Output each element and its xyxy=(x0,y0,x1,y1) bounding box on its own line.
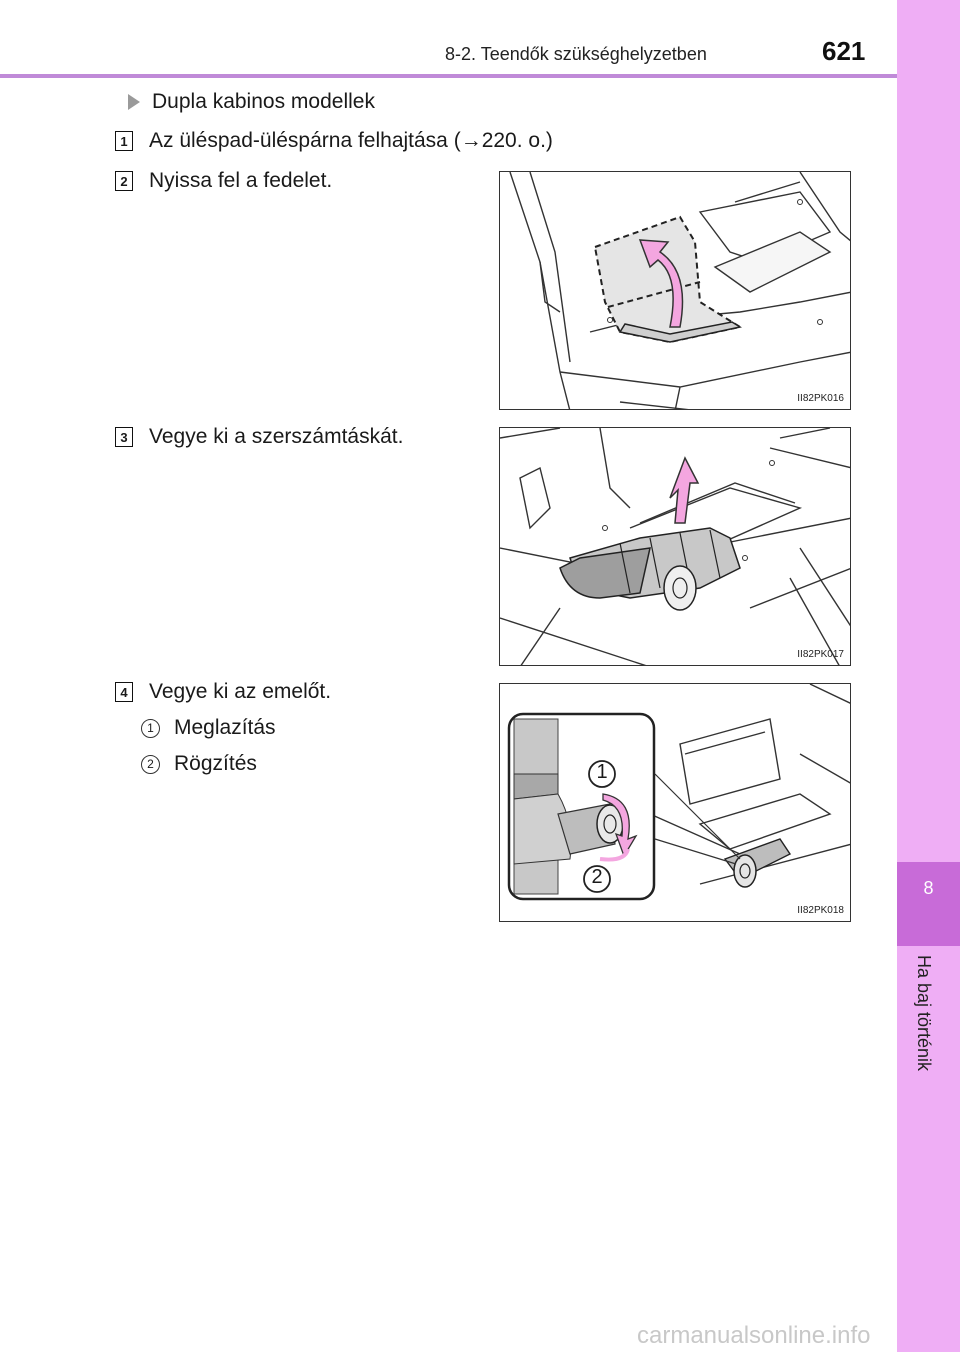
substep-text: Rögzítés xyxy=(174,752,257,775)
substep-number: 2 xyxy=(141,754,160,774)
figure-open-lid: II82PK016 xyxy=(499,171,851,410)
step-4: 4 Vegye ki az emelőt. xyxy=(115,680,331,704)
figure-code: II82PK016 xyxy=(797,393,844,404)
bullet-triangle-icon xyxy=(128,94,140,110)
step-text: Vegye ki az emelőt. xyxy=(149,680,332,703)
open-lid-illustration xyxy=(509,172,850,409)
step-1: 1 Az üléspad-üléspárna felhajtása (→220.… xyxy=(115,129,553,153)
callout-1: 1 xyxy=(596,761,608,783)
step-3: 3 Vegye ki a szerszámtáskát. xyxy=(115,425,403,449)
step-number: 4 xyxy=(115,682,133,702)
step-number: 2 xyxy=(115,171,133,191)
step-text: Nyissa fel a fedelet. xyxy=(149,169,333,192)
substep-number: 1 xyxy=(141,718,160,738)
figure-code: II82PK017 xyxy=(797,649,844,660)
step-number: 1 xyxy=(115,131,133,151)
figure-tool-bag: II82PK017 xyxy=(499,427,851,666)
header-divider xyxy=(0,74,897,78)
model-heading: Dupla kabinos modellek xyxy=(128,90,375,114)
substep-text: Meglazítás xyxy=(174,716,276,739)
jack-illustration xyxy=(507,684,850,901)
callout-2: 2 xyxy=(591,866,603,888)
substep-2: 2 Rögzítés xyxy=(141,752,257,776)
step-text: Vegye ki a szerszámtáskát. xyxy=(149,425,404,448)
substep-1: 1 Meglazítás xyxy=(141,716,276,740)
chapter-title: Ha baj történik xyxy=(914,955,934,1072)
page-number: 621 xyxy=(822,36,866,66)
model-heading-text: Dupla kabinos modellek xyxy=(152,90,375,113)
chapter-side-tab xyxy=(897,0,960,1352)
step-2: 2 Nyissa fel a fedelet. xyxy=(115,169,332,193)
chapter-number: 8 xyxy=(923,878,934,898)
chapter-number-box[interactable] xyxy=(897,862,960,946)
figure-jack: 1 2 II82PK018 xyxy=(499,683,851,922)
step-number: 3 xyxy=(115,427,133,447)
step-text[interactable]: Az üléspad-üléspárna felhajtása (→220. o… xyxy=(149,129,553,152)
section-title: 8-2. Teendők szükséghelyzetben xyxy=(445,44,707,64)
tool-bag-illustration xyxy=(500,428,850,665)
figure-code: II82PK018 xyxy=(797,905,844,916)
watermark: carmanualsonline.info xyxy=(637,1322,871,1349)
